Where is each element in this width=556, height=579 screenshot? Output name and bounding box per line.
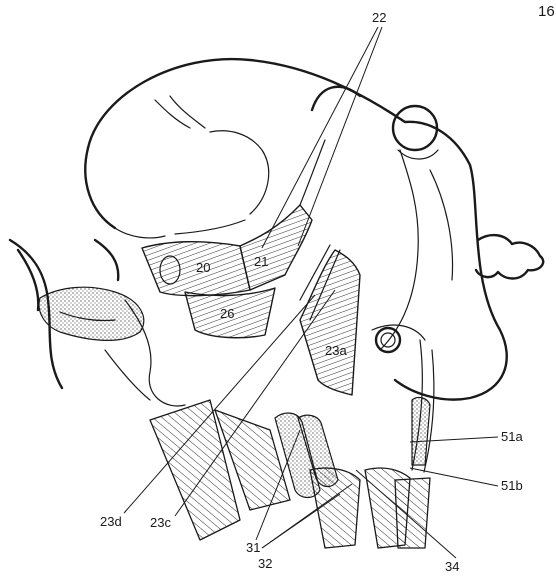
- page-number: 16: [538, 3, 555, 20]
- label-20: 20: [196, 260, 210, 275]
- label-23c: 23c: [150, 515, 171, 530]
- label-23d: 23d: [100, 514, 122, 529]
- right-column: [412, 340, 434, 472]
- small-ring: [372, 325, 425, 352]
- label-31: 31: [246, 540, 260, 555]
- label-34: 34: [445, 559, 459, 574]
- label-32: 32: [258, 556, 272, 571]
- label-51b: 51b: [501, 478, 523, 493]
- muscle-23a: [300, 245, 360, 395]
- muscle-21: [240, 140, 325, 290]
- label-23a: 23a: [325, 343, 347, 358]
- label-51a: 51a: [501, 429, 523, 444]
- lower-muscles: [150, 400, 430, 548]
- label-26: 26: [220, 306, 234, 321]
- right-side-folds: [380, 150, 543, 350]
- label-21: 21: [254, 254, 268, 269]
- label-22: 22: [372, 10, 386, 25]
